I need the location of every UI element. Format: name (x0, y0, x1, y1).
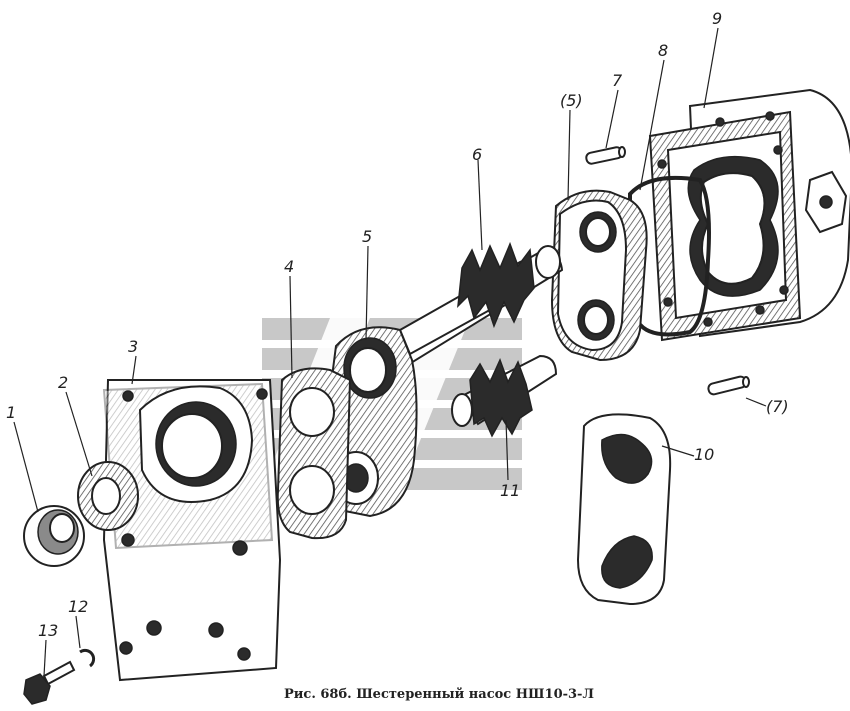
label-5: 5 (362, 227, 372, 246)
dowel-pin-part-7b (707, 375, 750, 396)
label-12: 12 (68, 597, 88, 616)
bolt-part-13 (23, 660, 76, 705)
label-11: 11 (500, 481, 520, 500)
figure-caption: Рис. 68б. Шестеренный насос НШ10-3-Л (284, 687, 594, 702)
label-9: 9 (712, 9, 722, 28)
leader-lines (13, 27, 767, 677)
pump-cover-part-3 (102, 379, 282, 682)
label-2: 2 (58, 373, 68, 392)
bushing-block-part-5b (550, 189, 648, 362)
gasket-plate-part-4 (276, 367, 352, 540)
snap-ring-part-12 (79, 648, 96, 668)
plate-part-10 (576, 413, 672, 606)
label-10: 10 (694, 445, 714, 464)
label-13: 13 (38, 621, 58, 640)
bearing-part-1 (23, 505, 85, 567)
label-4: 4 (284, 257, 294, 276)
drive-gear-shaft-part-6 (328, 241, 564, 400)
label-7b: (7) (766, 397, 789, 416)
label-1: 1 (6, 403, 16, 422)
seal-ring-part-2 (77, 461, 139, 531)
driven-gear-part-11 (451, 354, 558, 438)
pump-body-part-9 (648, 88, 850, 342)
label-8: 8 (658, 41, 668, 60)
label-7: 7 (612, 71, 623, 90)
part-labels: 1 2 3 4 5 6 (5) 7 8 9 10 (7) 11 12 13 (6, 9, 789, 640)
label-3: 3 (128, 337, 138, 356)
label-6: 6 (472, 145, 482, 164)
label-5b: (5) (560, 91, 583, 110)
dowel-pin-part-7 (585, 146, 626, 165)
